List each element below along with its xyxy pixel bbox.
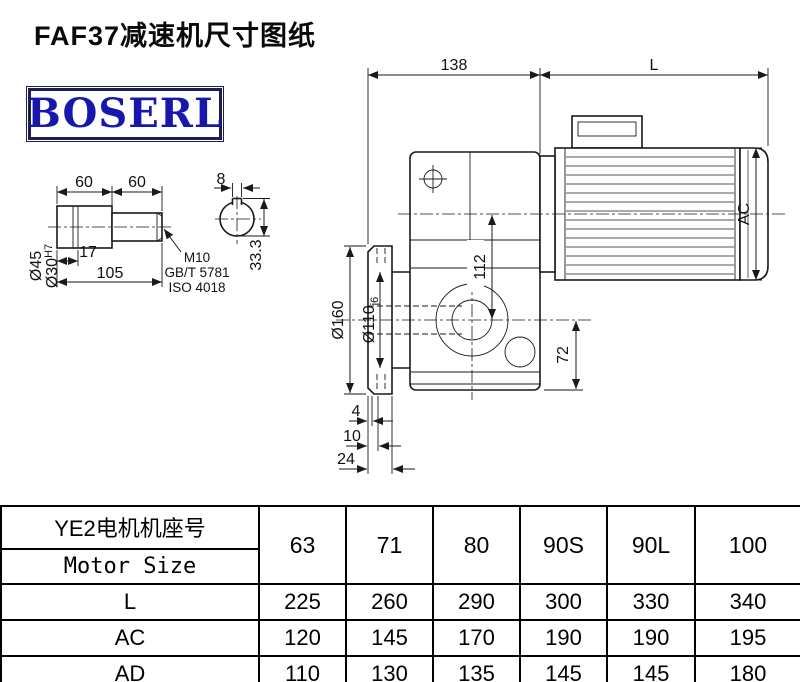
terminal-box — [571, 115, 643, 149]
motor — [539, 115, 769, 281]
boserl-logo: BOSERL — [26, 86, 224, 142]
value-AC-90s: 190 — [519, 619, 608, 657]
motor-size-71: 71 — [345, 505, 434, 585]
table-row-AD: AD 110 130 135 145 145 180 — [0, 655, 800, 682]
value-AD-71: 130 — [345, 655, 434, 682]
dim-60b: 60 — [128, 174, 146, 191]
table-header-label-cell: YE2电机机座号 Motor Size — [0, 505, 260, 585]
dim-105: 105 — [97, 265, 124, 282]
value-AC-71: 145 — [345, 619, 434, 657]
table-header-cn: YE2电机机座号 — [2, 507, 258, 550]
dim-key-width: 8 — [217, 171, 226, 188]
motor-size-90l: 90L — [606, 505, 696, 585]
motor-size-80: 80 — [432, 505, 521, 585]
row-label-AD: AD — [0, 655, 260, 682]
boserl-logo-text: BOSERL — [26, 90, 224, 137]
value-L-90l: 330 — [606, 583, 696, 621]
value-L-71: 260 — [345, 583, 434, 621]
value-AC-90l: 190 — [606, 619, 696, 657]
dim-ac: AC — [736, 203, 753, 225]
dim-shaft-d30: Ø30H7 — [43, 244, 61, 288]
value-L-100: 340 — [694, 583, 800, 621]
value-AC-63: 120 — [258, 619, 347, 657]
dim-4: 4 — [352, 403, 361, 420]
value-AC-100: 195 — [694, 619, 800, 657]
label-m10: M10 — [184, 250, 210, 265]
dim-flange-d160: Ø160 — [330, 300, 347, 339]
dim-flange-d110: Ø110j6 — [361, 297, 381, 344]
dim-17: 17 — [79, 244, 97, 261]
value-L-90s: 300 — [519, 583, 608, 621]
dim-138: 138 — [441, 57, 468, 74]
value-L-80: 290 — [432, 583, 521, 621]
row-label-AC: AC — [0, 619, 260, 657]
value-AD-100: 180 — [694, 655, 800, 682]
table-header-en: Motor Size — [63, 554, 197, 579]
dim-shaft-d45: Ø45 — [28, 251, 45, 281]
dim-24: 24 — [337, 451, 355, 468]
label-iso-4018: ISO 4018 — [168, 280, 225, 295]
table-row-AC: AC 120 145 170 190 190 195 — [0, 619, 800, 657]
motor-size-table: YE2电机机座号 Motor Size 63 71 80 90S 90L 100… — [0, 505, 800, 682]
table-header-row: YE2电机机座号 Motor Size 63 71 80 90S 90L 100 — [0, 505, 800, 585]
dim-motor-length: L — [650, 57, 659, 74]
shaft-detail — [48, 205, 182, 253]
value-AD-63: 110 — [258, 655, 347, 682]
value-AC-80: 170 — [432, 619, 521, 657]
motor-size-63: 63 — [258, 505, 347, 585]
dim-112: 112 — [472, 254, 489, 280]
motor-size-100: 100 — [694, 505, 800, 585]
dimensions: 138 L AC 60 60 8 33.3 Ø45 Ø30H7 17 105 M… — [28, 57, 769, 474]
dimension-drawing: 138 L AC 60 60 8 33.3 Ø45 Ø30H7 17 105 M… — [28, 57, 788, 474]
motor-size-90s: 90S — [519, 505, 608, 585]
value-L-63: 225 — [258, 583, 347, 621]
dim-72: 72 — [555, 346, 572, 364]
value-AD-80: 135 — [432, 655, 521, 682]
value-AD-90s: 145 — [519, 655, 608, 682]
bore-section-detail — [215, 196, 261, 244]
value-AD-90l: 145 — [606, 655, 696, 682]
row-label-L: L — [0, 583, 260, 621]
dim-10: 10 — [343, 428, 361, 445]
page-title: FAF37减速机尺寸图纸 — [34, 21, 317, 51]
dim-key-depth: 33.3 — [248, 239, 265, 270]
dim-60a: 60 — [75, 174, 93, 191]
label-gbt-5781: GB/T 5781 — [164, 265, 229, 280]
table-row-L: L 225 260 290 300 330 340 — [0, 583, 800, 621]
